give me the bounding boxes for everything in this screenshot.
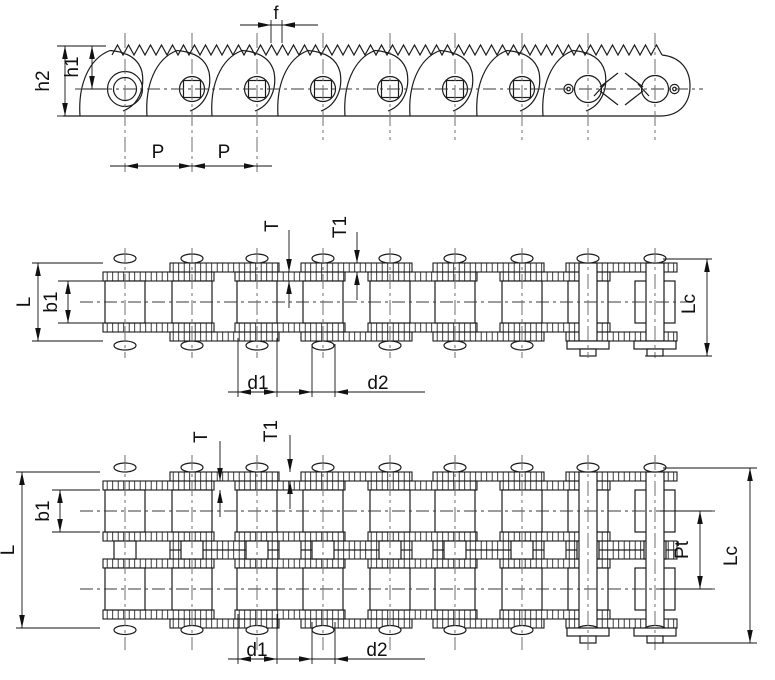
dim-label-duplex-L: L xyxy=(0,545,19,556)
dim-label-simplex-L: L xyxy=(14,297,35,308)
dim-label-duplex-b1: b1 xyxy=(33,500,54,521)
dim-label-duplex-T: T xyxy=(191,431,212,443)
dim-label-tooth-width-f: f xyxy=(273,3,279,23)
dim-label-duplex-d2: d2 xyxy=(366,640,387,661)
dim-label-simplex-b1: b1 xyxy=(41,291,62,312)
dim-label-duplex-d1: d1 xyxy=(246,640,267,661)
duplex-plan-view xyxy=(80,455,715,650)
dim-label-h1: h1 xyxy=(62,56,83,77)
dim-label-simplex-d1: d1 xyxy=(247,373,268,394)
dim-label-pitch-left: P xyxy=(152,142,165,163)
dim-label-pitch-right: P xyxy=(218,142,231,163)
dim-label-simplex-T: T xyxy=(262,220,283,232)
dimension-labels: f h1 h2 P P T T1 L b1 d1 d2 Lc T T1 L b1… xyxy=(0,3,742,661)
simplex-plan-view xyxy=(80,248,695,358)
dim-label-duplex-Pt: Pt xyxy=(672,540,693,559)
dim-label-duplex-Lc: Lc xyxy=(721,546,742,566)
dim-label-simplex-Lc: Lc xyxy=(679,294,700,314)
dim-label-duplex-T1: T1 xyxy=(261,420,282,442)
dim-label-h2: h2 xyxy=(33,70,54,91)
side-elevation-view xyxy=(63,33,703,172)
dim-label-simplex-d2: d2 xyxy=(367,373,388,394)
dimension-annotations xyxy=(16,20,757,664)
dim-label-simplex-T1: T1 xyxy=(330,216,351,238)
